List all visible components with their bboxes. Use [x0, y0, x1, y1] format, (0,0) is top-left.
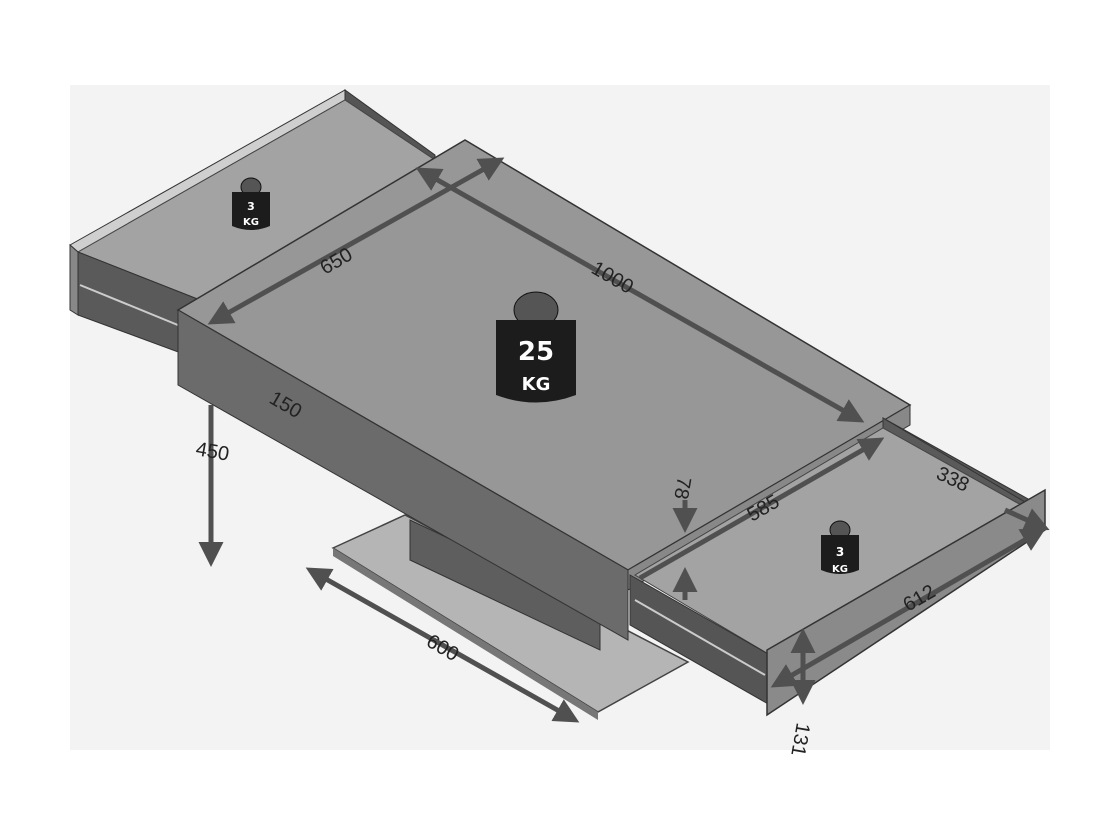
arrow-612 [770, 527, 1047, 688]
weight-25kg-unit: KG [522, 374, 551, 395]
dimension-arrows [198, 157, 1050, 723]
dim-drawer-gap: 78 [669, 475, 695, 501]
arrow-1000 [415, 167, 865, 423]
weight-3kg-right-value: 3 [836, 545, 844, 559]
weight-3kg-left-value: 3 [247, 200, 255, 213]
weight-25kg-value: 25 [518, 337, 554, 367]
weight-3kg-right-unit: KG [832, 564, 848, 575]
arrow-585 [638, 437, 885, 581]
arrow-600 [305, 567, 580, 723]
arrow-338 [1003, 507, 1050, 532]
weight-3kg-left-unit: KG [243, 217, 259, 228]
